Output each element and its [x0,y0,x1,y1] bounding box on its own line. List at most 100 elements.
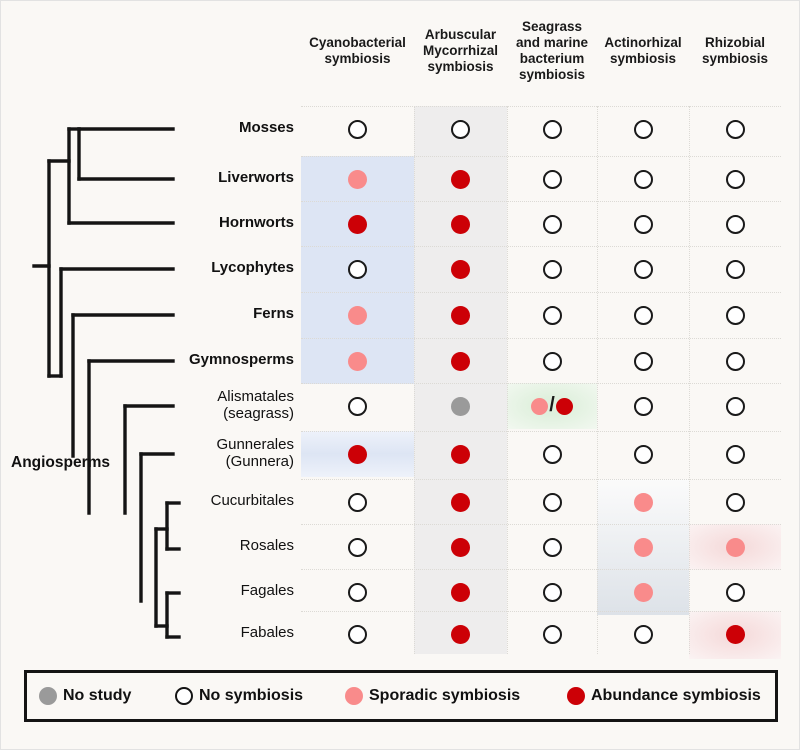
symbiosis-dot-open [633,119,653,139]
taxon-label-alismatales: Alismatales(seagrass) [217,388,294,423]
symbiosis-dot-open [542,351,562,371]
matrix-cell-cucurbitales-rhizobial [689,479,781,525]
symbiosis-dot-pink [531,397,549,415]
taxon-label-gymnosperms: Gymnosperms [189,351,294,369]
taxon-label-rosales: Rosales [240,537,294,555]
symbiosis-dot-open [725,492,745,512]
symbiosis-dot-open [542,214,562,234]
matrix-cell-liverworts-actinorhizal [597,156,689,202]
column-header-actinorhizal: Actinorhizal symbiosis [604,35,682,66]
matrix-cell-fagales-arbuscular [414,569,507,615]
symbiosis-dot-open [542,492,562,512]
matrix-cell-ferns-seagrass [507,292,597,338]
symbiosis-dot-pink [633,492,653,512]
grid-line-horizontal [301,338,781,339]
matrix-cell-ferns-rhizobial [689,292,781,338]
matrix-cell-alismatales-cyanobacterial [301,383,414,429]
matrix-cell-liverworts-arbuscular [414,156,507,202]
symbiosis-dot-red [451,259,470,279]
matrix-cell-cucurbitales-seagrass [507,479,597,525]
symbiosis-dot-red [451,305,470,325]
taxon-name: Gunnerales [216,436,294,453]
grid-line-vertical [414,106,415,654]
matrix-cell-rosales-cyanobacterial [301,524,414,570]
matrix-cell-fagales-seagrass [507,569,597,615]
symbiosis-dot-red [348,214,367,234]
symbiosis-dot-open [725,305,745,325]
matrix-cell-ferns-arbuscular [414,292,507,338]
symbiosis-dot-red [451,214,470,234]
matrix-cell-rosales-arbuscular [414,524,507,570]
taxon-name: Liverworts [218,169,294,186]
symbiosis-dot-open [542,537,562,557]
symbiosis-dot-pink [725,537,745,557]
symbiosis-dot-open [348,582,367,602]
grid-line-horizontal [301,524,781,525]
matrix-cell-fagales-actinorhizal [597,569,689,615]
matrix-cell-hornworts-cyanobacterial [301,201,414,247]
symbiosis-dot-open [542,169,562,189]
symbiosis-dot-open [725,214,745,234]
grid-line-horizontal [301,106,781,107]
column-header-rhizobial: Rhizobial symbiosis [701,35,769,66]
phylogenetic-tree [32,127,181,639]
symbiosis-dot-red [451,444,470,464]
symbiosis-dot-open [633,169,653,189]
matrix-cell-gunnerales-seagrass [507,431,597,477]
symbiosis-dot-open [725,119,745,139]
symbiosis-dot-pink [348,169,367,189]
legend-item-sporadic-symbiosis: Sporadic symbiosis [345,687,520,705]
taxon-name: Fabales [240,624,294,641]
matrix-cell-liverworts-rhizobial [689,156,781,202]
matrix-cell-hornworts-arbuscular [414,201,507,247]
symbiosis-dot-open [725,582,745,602]
matrix-cell-fabales-cyanobacterial [301,611,414,657]
taxon-name: Cucurbitales [210,492,294,509]
symbiosis-dot-open [725,351,745,371]
taxon-subname: (Gunnera) [225,452,294,470]
matrix-cell-lycophytes-rhizobial [689,246,781,292]
legend-item-abundance-symbiosis: Abundance symbiosis [567,687,761,705]
legend-item-no-symbiosis: No symbiosis [175,687,303,705]
matrix-cell-fabales-seagrass [507,611,597,657]
symbiosis-dot-open [348,624,367,644]
matrix-cell-mosses-seagrass [507,106,597,152]
symbiosis-dot-open [348,537,367,557]
symbiosis-dot-open [633,214,653,234]
taxon-name: Lycophytes [211,259,294,276]
matrix-cell-gunnerales-arbuscular [414,431,507,477]
taxon-subname: (seagrass) [223,404,294,422]
matrix-cell-fagales-rhizobial [689,569,781,615]
matrix-cell-alismatales-arbuscular [414,383,507,429]
symbiosis-dot-open [725,396,745,416]
column-header-cyanobacterial: Cyanobacterial symbiosis [309,35,406,66]
matrix-cell-alismatales-rhizobial [689,383,781,429]
matrix-cell-lycophytes-actinorhizal [597,246,689,292]
symbiosis-dot-open [725,259,745,279]
symbiosis-matrix: / [301,106,781,659]
legend-dot-open [175,687,193,705]
grid-line-horizontal [301,246,781,247]
legend-label: No symbiosis [199,687,304,704]
matrix-cell-liverworts-seagrass [507,156,597,202]
taxon-label-hornworts: Hornworts [219,214,294,232]
symbiosis-dot-red [451,624,470,644]
grid-line-horizontal [301,383,781,384]
grid-line-horizontal [301,292,781,293]
matrix-cell-gymnosperms-seagrass [507,338,597,384]
grid-line-horizontal [301,201,781,202]
matrix-cell-cucurbitales-arbuscular [414,479,507,525]
legend-label: No study [63,687,132,704]
symbiosis-dot-red [451,169,470,189]
matrix-cell-gymnosperms-arbuscular [414,338,507,384]
symbiosis-dot-open [542,119,562,139]
matrix-cell-mosses-cyanobacterial [301,106,414,152]
taxon-label-fabales: Fabales [240,624,294,642]
matrix-cell-hornworts-actinorhizal [597,201,689,247]
matrix-cell-lycophytes-seagrass [507,246,597,292]
grid-line-horizontal [301,431,781,432]
symbiosis-dot-open [633,396,653,416]
matrix-cell-alismatales-actinorhizal [597,383,689,429]
